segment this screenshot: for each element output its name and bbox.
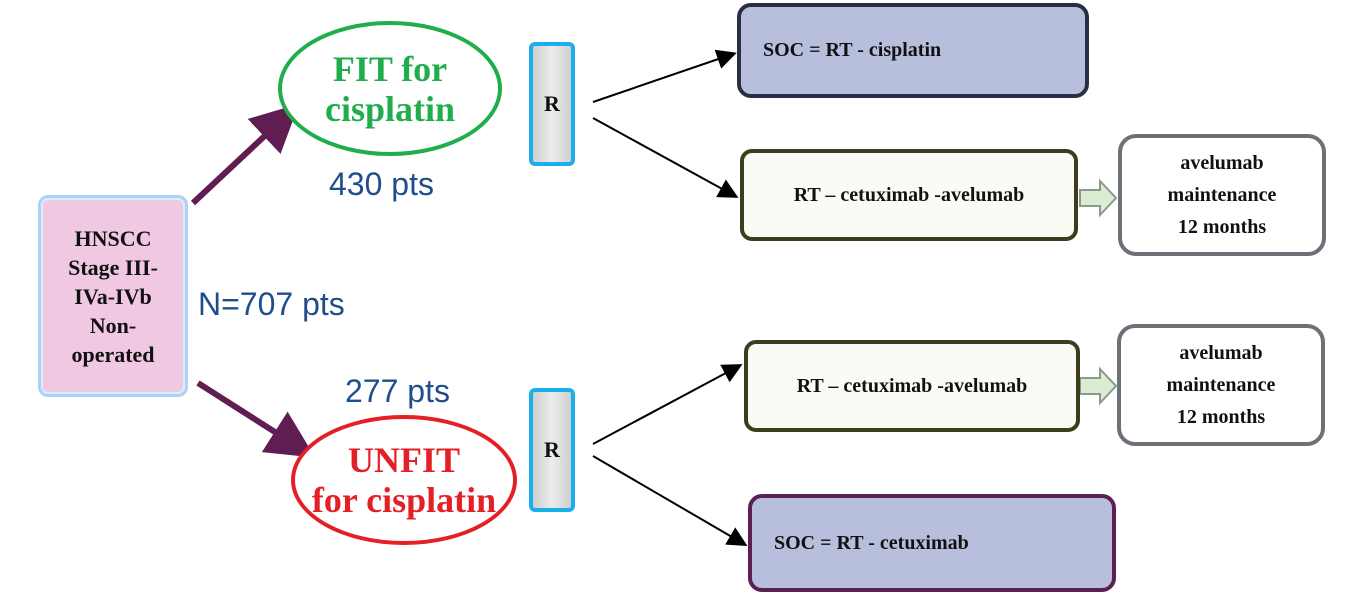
unfit-experimental-arm-box: RT – cetuximab -avelumab bbox=[744, 340, 1080, 432]
population-box: HNSCC Stage III- IVa-IVb Non- operated bbox=[38, 195, 188, 397]
unfit-maintenance-box: avelumab maintenance 12 months bbox=[1117, 324, 1325, 446]
fit-cohort-line: FIT for bbox=[332, 48, 448, 89]
population-line: Non- bbox=[89, 312, 137, 338]
population-line: operated bbox=[71, 341, 155, 367]
fit-maintenance-box: avelumab maintenance 12 months bbox=[1118, 134, 1326, 256]
fit-cohort-ellipse: FIT for cisplatin bbox=[278, 21, 502, 156]
unfit-cohort-line: for cisplatin bbox=[311, 480, 497, 520]
maintenance-line: avelumab bbox=[1180, 152, 1264, 174]
arrow-r1-to-experimental bbox=[592, 117, 739, 198]
unfit-cohort-ellipse: UNFIT for cisplatin bbox=[291, 415, 517, 545]
unfit-cohort-line: UNFIT bbox=[347, 440, 460, 480]
randomization-label: R bbox=[544, 91, 560, 116]
maintenance-line: maintenance bbox=[1167, 184, 1277, 206]
randomization-box-unfit: R bbox=[529, 388, 575, 512]
block-arrow-unfit-maintenance bbox=[1079, 366, 1118, 406]
unfit-control-arm-box: SOC = RT - cetuximab bbox=[748, 494, 1116, 592]
randomization-box-fit: R bbox=[529, 42, 575, 166]
population-line: Stage III- bbox=[68, 254, 158, 280]
randomization-label: R bbox=[544, 437, 560, 462]
population-line: IVa-IVb bbox=[74, 283, 152, 309]
block-arrow-fit-maintenance bbox=[1079, 178, 1118, 218]
maintenance-line: 12 months bbox=[1176, 406, 1266, 428]
arrow-population-to-unfit bbox=[196, 380, 316, 458]
arrow-r1-to-soc bbox=[592, 49, 737, 103]
fit-patients-label: 430 pts bbox=[329, 166, 434, 202]
arrow-r2-to-experimental bbox=[592, 364, 743, 445]
fit-experimental-arm-box: RT – cetuximab -avelumab bbox=[740, 149, 1078, 241]
fit-control-arm-box: SOC = RT - cisplatin bbox=[737, 3, 1089, 98]
unfit-control-arm-label: SOC = RT - cetuximab bbox=[774, 531, 969, 554]
maintenance-line: avelumab bbox=[1179, 342, 1263, 364]
fit-cohort-line: cisplatin bbox=[324, 88, 456, 129]
maintenance-line: maintenance bbox=[1166, 374, 1276, 396]
unfit-patients-label: 277 pts bbox=[345, 373, 450, 409]
unfit-experimental-arm-label: RT – cetuximab -avelumab bbox=[796, 374, 1028, 397]
arrow-population-to-fit bbox=[190, 103, 300, 206]
fit-experimental-arm-label: RT – cetuximab -avelumab bbox=[793, 183, 1025, 206]
total-patients-label: N=707 pts bbox=[198, 286, 345, 322]
population-line: HNSCC bbox=[74, 225, 152, 251]
maintenance-line: 12 months bbox=[1177, 216, 1267, 238]
fit-control-arm-label: SOC = RT - cisplatin bbox=[763, 39, 942, 61]
arrow-r2-to-soc bbox=[592, 455, 748, 547]
